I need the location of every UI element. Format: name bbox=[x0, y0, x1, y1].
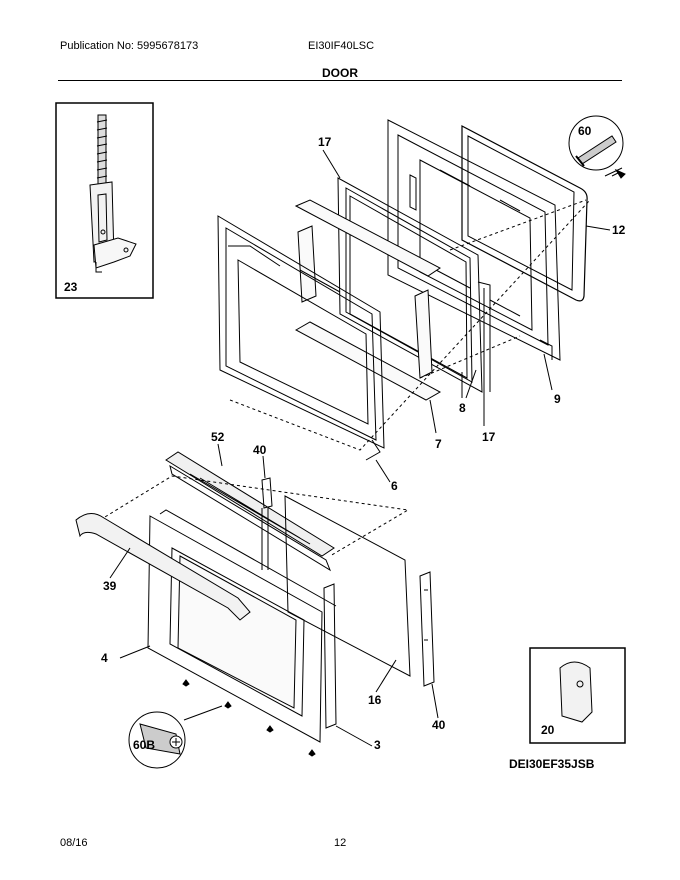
door-gasket bbox=[461, 125, 588, 302]
callout-4: 4 bbox=[101, 651, 108, 665]
callout-23: 23 bbox=[64, 280, 78, 294]
door-bracket-40 bbox=[261, 477, 435, 687]
screw-60-detail bbox=[568, 115, 626, 179]
callout-17-lower: 17 bbox=[482, 430, 496, 444]
callout-3: 3 bbox=[374, 738, 381, 752]
callout-39: 39 bbox=[103, 579, 117, 593]
callout-52: 52 bbox=[211, 430, 225, 444]
publication-number: Publication No: 5995678173 bbox=[60, 40, 199, 52]
callout-60: 60 bbox=[578, 124, 592, 138]
callout-7: 7 bbox=[435, 437, 442, 451]
callout-40-upper: 40 bbox=[253, 443, 267, 457]
callout-12: 12 bbox=[612, 223, 626, 237]
projection-lines-upper bbox=[229, 199, 591, 451]
screw-60b-detail bbox=[128, 711, 186, 769]
inset-clip-20 bbox=[529, 647, 626, 744]
footer-date: 08/16 bbox=[60, 837, 88, 849]
callout-9: 9 bbox=[554, 392, 561, 406]
inner-glass-16 bbox=[284, 495, 411, 677]
inner-door-panel bbox=[217, 215, 385, 461]
leader-lines bbox=[109, 149, 611, 747]
insulation-pads-7 bbox=[294, 199, 442, 401]
callout-6: 6 bbox=[391, 479, 398, 493]
section-title: DOOR bbox=[322, 66, 358, 80]
callout-17-upper: 17 bbox=[318, 135, 332, 149]
projection-lines-lower bbox=[99, 475, 410, 557]
callout-40-lower: 40 bbox=[432, 718, 446, 732]
header-rule bbox=[58, 80, 622, 81]
callout-20: 20 bbox=[541, 723, 555, 737]
footer-page-number: 12 bbox=[334, 837, 347, 849]
callout-60b: 60B bbox=[133, 738, 155, 752]
callout-16: 16 bbox=[368, 693, 382, 707]
door-vent-52 bbox=[165, 451, 335, 572]
side-trim-3 bbox=[323, 583, 337, 729]
glass-frame-17 bbox=[337, 177, 491, 393]
door-handle-39 bbox=[75, 513, 251, 621]
inset-hinge-23 bbox=[55, 102, 154, 299]
door-screws bbox=[182, 679, 316, 757]
model-number: EI30IF40LSC bbox=[308, 40, 375, 52]
callout-8: 8 bbox=[459, 401, 466, 415]
rear-door-panel bbox=[387, 119, 561, 361]
drawing-code: DEI30EF35JSB bbox=[509, 757, 595, 771]
